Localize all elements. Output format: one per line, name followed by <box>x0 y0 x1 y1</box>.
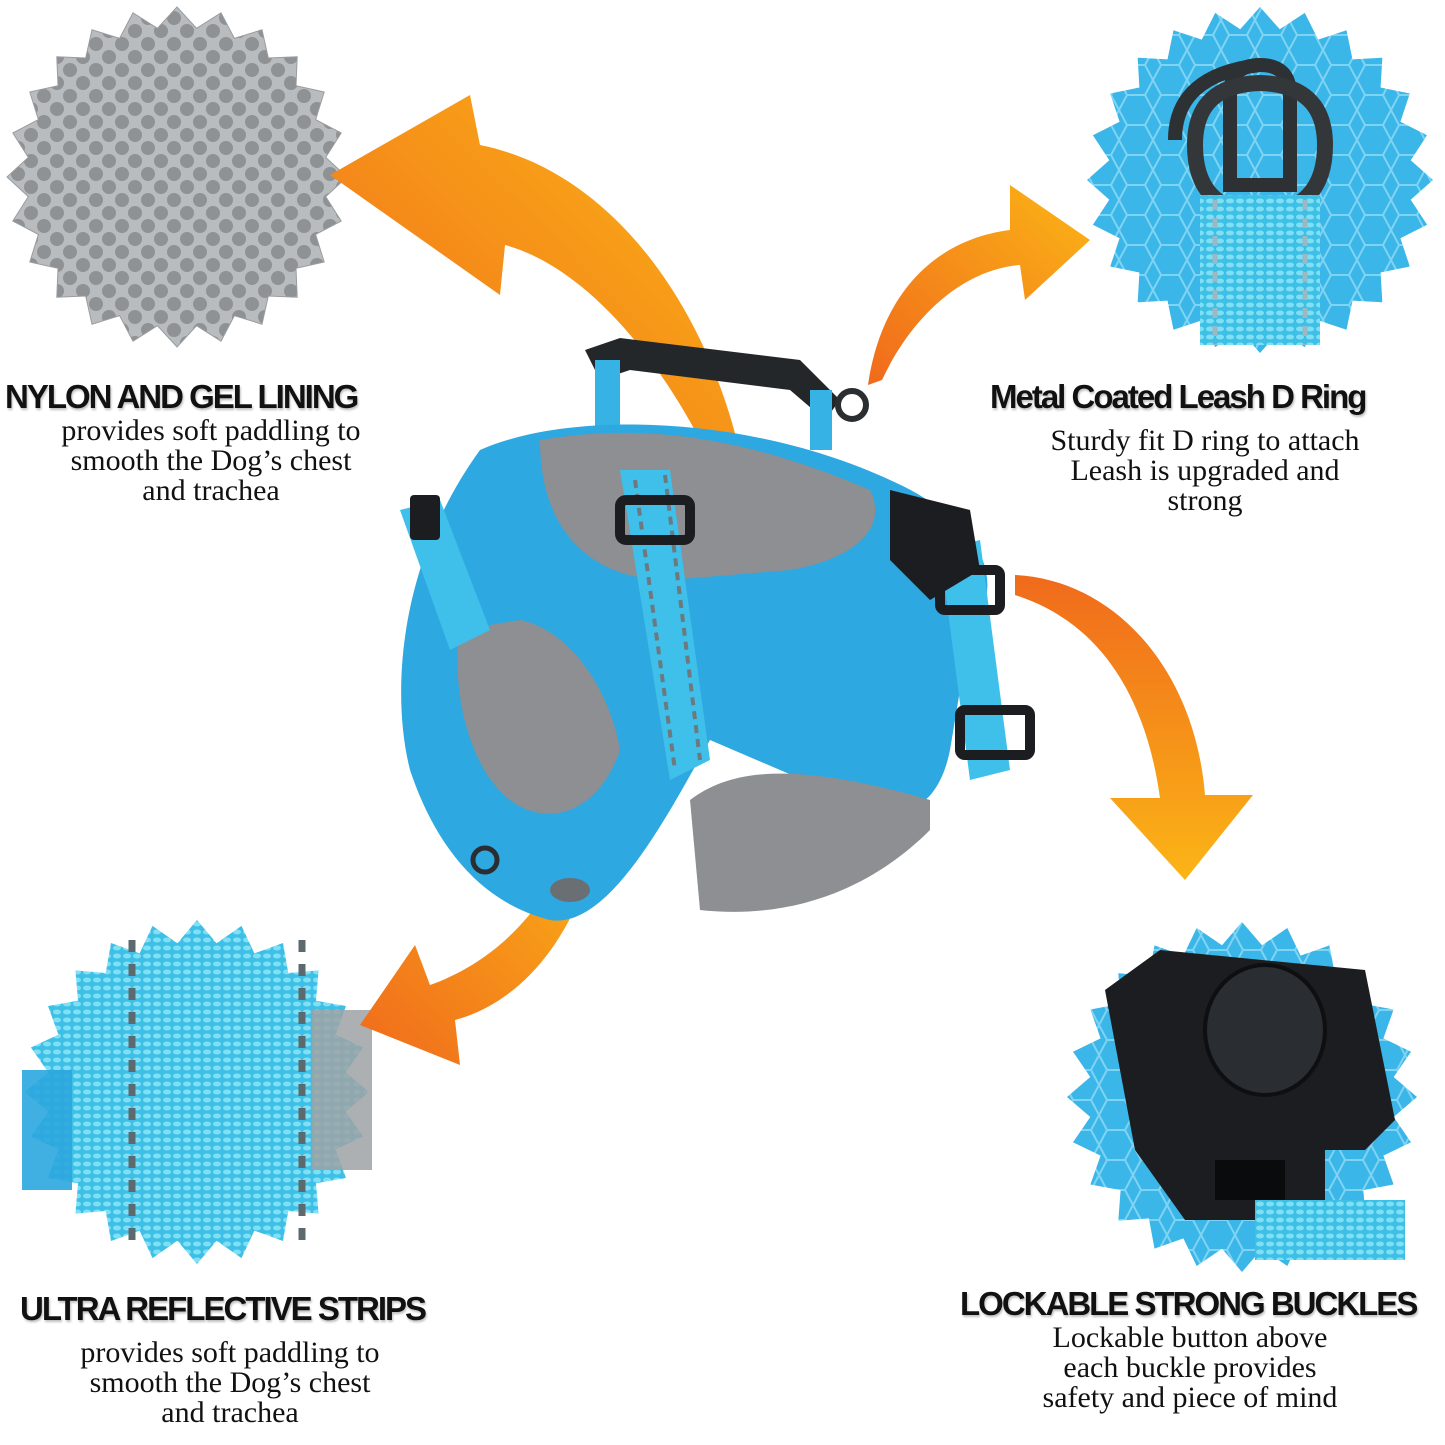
mesh-fabric-icon <box>6 6 348 348</box>
feature-title: NYLON AND GEL LINING <box>5 378 359 415</box>
reflective-strap-icon <box>22 920 372 1264</box>
d-ring-icon <box>1087 7 1433 353</box>
feature-description: Lockable button above each buckle provid… <box>1042 1321 1338 1414</box>
feature-reflective-strips: ULTRA REFLECTIVE STRIPS provides soft pa… <box>20 1290 440 1428</box>
feature-description: provides soft paddling to smooth the Dog… <box>61 414 361 507</box>
feature-d-ring: Metal Coated Leash D Ring Sturdy fit D r… <box>990 378 1420 516</box>
feature-description: provides soft paddling to smooth the Dog… <box>80 1336 380 1429</box>
arrow-to-lining <box>330 95 750 515</box>
arrow-to-buckle <box>1015 575 1253 880</box>
arrow-to-d-ring <box>868 185 1090 385</box>
arrow-to-reflective <box>360 800 605 1065</box>
feature-title: LOCKABLE STRONG BUCKLES <box>960 1285 1418 1322</box>
feature-description: Sturdy fit D ring to attach Leash is upg… <box>1050 424 1360 517</box>
buckle-icon <box>1067 922 1417 1272</box>
feature-lockable-buckles: LOCKABLE STRONG BUCKLES Lockable button … <box>960 1285 1440 1413</box>
feature-title: Metal Coated Leash D Ring <box>990 378 1367 415</box>
feature-nylon-lining: NYLON AND GEL LINING provides soft paddl… <box>5 378 405 506</box>
dog-harness-image <box>400 338 1035 921</box>
feature-title: ULTRA REFLECTIVE STRIPS <box>20 1290 427 1327</box>
